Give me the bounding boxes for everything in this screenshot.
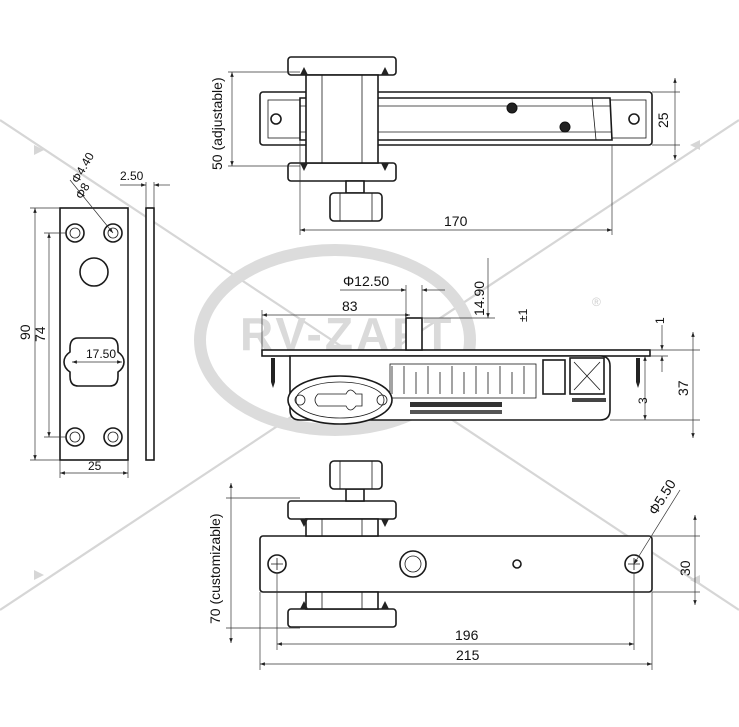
top-view-adjust-knob — [329, 192, 383, 222]
side-view-dim-thickness: 3 — [636, 397, 650, 404]
side-view-spindle — [405, 317, 423, 351]
side-view-dim-offset: 83 — [342, 298, 358, 314]
top-view-dim-length: 170 — [444, 213, 468, 229]
side-plate: 17.50 2.50 Φ4.40 Φ8 90 74 25 — [17, 150, 170, 478]
bottom-view-bracket-bottom — [287, 608, 397, 628]
top-view-screw-right — [628, 113, 640, 125]
bottom-view-dim-length: 215 — [456, 647, 480, 663]
bottom-view-dim-height: 30 — [677, 560, 693, 576]
side-view-keyhole — [314, 389, 363, 411]
side-view-lock-cylinder — [287, 375, 393, 425]
top-view-dim-height: 25 — [655, 112, 671, 128]
watermark-registered: ® — [592, 295, 601, 309]
bottom-view-dim-customizable: 70 (customizable) — [207, 514, 223, 625]
bottom-view-bracket-top — [287, 500, 397, 520]
side-plate-dim-total-height: 90 — [17, 324, 33, 340]
side-plate-hole-bl — [65, 427, 85, 447]
side-view-screw-right — [636, 358, 640, 388]
side-view-top-plate — [261, 349, 651, 357]
side-plate-hole-tl — [65, 223, 85, 243]
side-view: 83 Φ12.50 14.90 ±1 1 3 37 — [261, 258, 700, 438]
bottom-view: 70 (customizable) 30 Φ5.50 196 215 — [207, 460, 700, 670]
top-view-rivet-1 — [506, 102, 518, 114]
bottom-view-dim-hole-spacing: 196 — [455, 627, 479, 643]
bottom-view-plate — [259, 535, 653, 593]
bottom-view-adjust-knob — [329, 460, 383, 490]
side-plate-dim-thickness: 2.50 — [120, 169, 144, 183]
side-plate-body — [59, 207, 129, 461]
side-plate-dim-slot: 17.50 — [86, 347, 116, 361]
top-view-rivet-2 — [559, 121, 571, 133]
side-view-label-strip — [410, 402, 502, 407]
bottom-view-small-hole — [512, 559, 522, 569]
side-view-fins — [389, 363, 537, 399]
side-view-dim-stroke: 14.90 — [471, 281, 487, 316]
side-plate-dim-width: 25 — [88, 459, 102, 473]
side-view-screw-left — [271, 358, 275, 388]
side-view-dim-height: 37 — [675, 380, 691, 396]
top-view-dim-adjustable: 50 (adjustable) — [209, 77, 225, 170]
side-view-dim-tolerance: ±1 — [516, 308, 530, 322]
bottom-view-dim-hole: Φ5.50 — [645, 476, 679, 517]
side-view-dim-top-gap: 1 — [653, 317, 667, 324]
side-plate-round-hole — [79, 257, 109, 287]
side-plate-hole-br — [103, 427, 123, 447]
top-view: 50 (adjustable) 25 170 — [209, 56, 680, 235]
side-plate-edge — [145, 207, 155, 461]
bottom-view-spindle-hole — [399, 550, 427, 578]
side-plate-dim-hole-spacing: 74 — [32, 326, 48, 342]
side-view-dim-diameter: Φ12.50 — [343, 273, 389, 289]
top-view-screw-left — [270, 113, 282, 125]
